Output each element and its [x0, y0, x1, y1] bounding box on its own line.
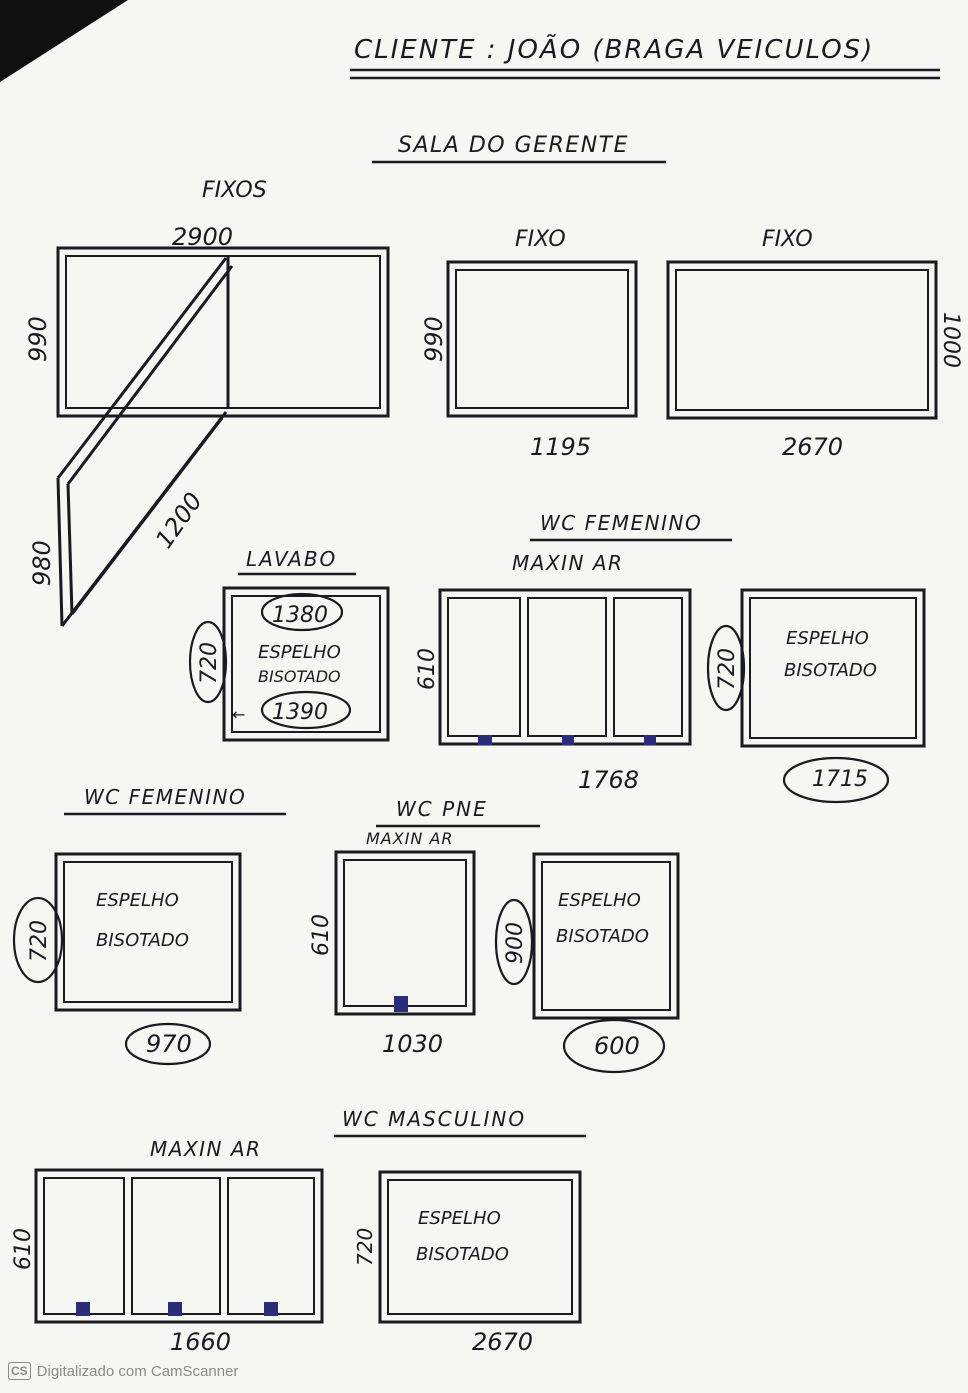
- wc-pne-mirror-height-circle: [494, 898, 534, 986]
- wc-pne-mirror-height: 900: [503, 922, 528, 964]
- wc-masc-maxin-height: 610: [11, 1228, 36, 1270]
- wc-pne-maxin-window: [334, 850, 476, 1016]
- lavabo-title: LAVABO: [246, 547, 337, 571]
- fixo1-height: 990: [420, 316, 448, 362]
- scanner-watermark: CS Digitalizado com CamScanner: [8, 1362, 238, 1380]
- wcf-left-line2: BISOTADO: [96, 930, 189, 951]
- fixos-lower-height: 980: [28, 540, 56, 586]
- wc-pne-mirror-width: 600: [594, 1032, 640, 1060]
- scanner-text: Digitalizado com CamScanner: [36, 1362, 239, 1380]
- lavabo-top-measure: 1380: [272, 603, 328, 628]
- wc-masc-mirror-width: 2670: [472, 1328, 533, 1356]
- lavabo-mirror: [222, 586, 390, 742]
- wc-masc-mirror-height: 720: [353, 1228, 377, 1266]
- wcf-left-line1: ESPELHO: [96, 890, 179, 911]
- wcf-top-mirror-height: 720: [715, 648, 740, 690]
- wcf-top-title: WC FEMENINO: [540, 511, 702, 535]
- wc-masc-mirror-line2: BISOTADO: [416, 1244, 509, 1265]
- wc-masc-maxin-window: [34, 1168, 324, 1324]
- fixo2-window: [666, 260, 938, 420]
- lavabo-line1: ESPELHO: [258, 642, 341, 663]
- wcf-top-mirror: [740, 588, 926, 748]
- camscanner-logo: CS: [8, 1362, 31, 1380]
- wcf-left-title: WC FEMENINO: [84, 785, 246, 809]
- fixo1-width: 1195: [530, 433, 591, 461]
- lavabo-arrow: ←: [232, 705, 245, 724]
- wc-pne-maxin-height: 610: [309, 914, 334, 956]
- wcf-top-maxin-label: MAXIN AR: [512, 551, 623, 575]
- fixos-height: 990: [24, 316, 52, 362]
- wcf-top-mirror-height-circle: [706, 624, 746, 712]
- fixo1-window: [446, 260, 638, 418]
- client-title: CLIENTE : JOÃO (BRAGA VEICULOS): [354, 33, 874, 65]
- lavabo-height: 720: [197, 642, 222, 684]
- fixos-diagonal: 1200: [150, 487, 208, 553]
- lavabo-bottom-circle: [260, 690, 352, 730]
- fixos-window: [56, 246, 390, 627]
- wcf-left-width: 970: [146, 1030, 192, 1058]
- wcf-left-height-circle: [12, 896, 64, 984]
- fixo2-width: 2670: [782, 433, 843, 461]
- torn-corner: [0, 0, 128, 82]
- lavabo-line2: BISOTADO: [258, 667, 341, 686]
- lavabo-top-circle: [260, 592, 344, 632]
- wcf-top-mirror-width: 1715: [812, 767, 868, 792]
- wc-masc-mirror-line1: ESPELHO: [418, 1208, 501, 1229]
- wcf-top-mirror-line1: ESPELHO: [786, 628, 869, 649]
- sala-title: SALA DO GERENTE: [398, 133, 629, 158]
- wcf-top-mirror-width-circle: [782, 756, 890, 804]
- wcf-top-maxin-height: 610: [415, 648, 440, 690]
- wcf-top-mirror-line2: BISOTADO: [784, 660, 877, 681]
- fixos-width: 2900: [172, 223, 233, 251]
- wcf-left-mirror: [54, 852, 242, 1012]
- fixo2-label: FIXO: [762, 227, 813, 252]
- wc-pne-mirror-line1: ESPELHO: [558, 890, 641, 911]
- wc-pne-mirror-width-circle: [562, 1018, 666, 1074]
- lavabo-height-circle: [188, 620, 228, 704]
- fixo1-label: FIXO: [515, 227, 566, 252]
- wcf-top-maxin-window: [438, 588, 692, 746]
- fixos-label: FIXOS: [202, 178, 267, 203]
- wc-masc-maxin-width: 1660: [170, 1328, 231, 1356]
- wc-masc-maxin-label: MAXIN AR: [150, 1137, 261, 1161]
- wc-pne-maxin-label: MAXIN AR: [366, 829, 454, 848]
- wcf-top-maxin-width: 1768: [578, 766, 639, 794]
- wcf-left-height: 720: [27, 920, 52, 962]
- wc-masc-title: WC MASCULINO: [342, 1107, 526, 1131]
- wc-pne-mirror: [532, 852, 680, 1020]
- fixo2-height: 1000: [938, 312, 963, 368]
- lavabo-bottom-measure: 1390: [272, 700, 328, 725]
- wcf-left-width-circle: [124, 1022, 212, 1066]
- wc-pne-title: WC PNE: [396, 797, 488, 821]
- wc-pne-mirror-line2: BISOTADO: [556, 926, 649, 947]
- wc-masc-mirror: [378, 1170, 582, 1324]
- wc-pne-maxin-width: 1030: [382, 1030, 443, 1058]
